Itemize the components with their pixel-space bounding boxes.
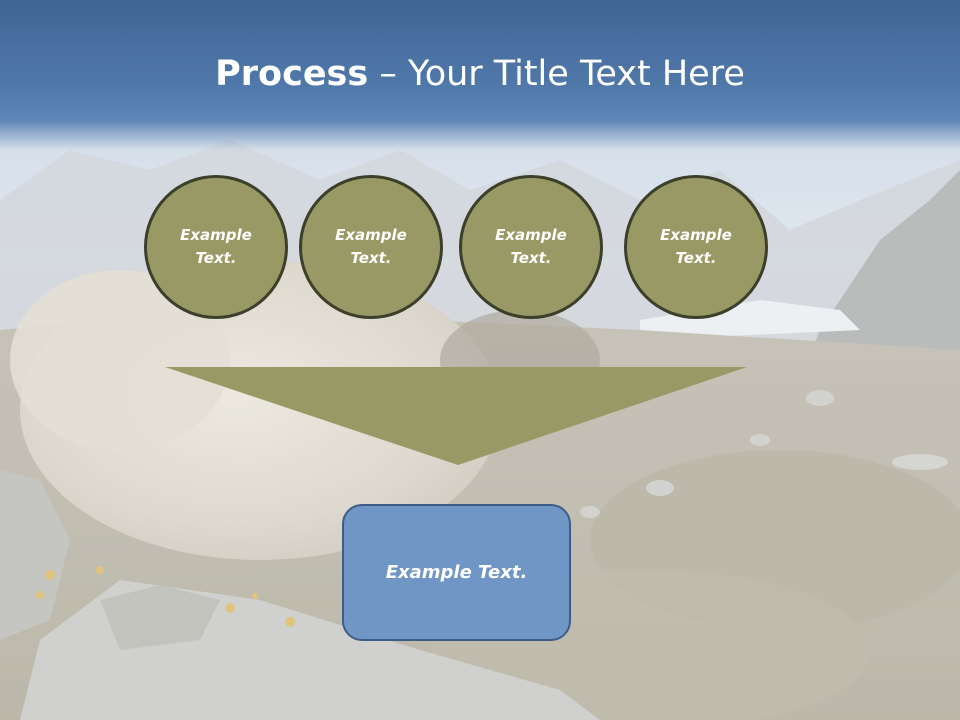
result-label: Example Text. <box>385 562 528 583</box>
process-step-label: Example Text. <box>335 226 407 267</box>
process-step-3: Example Text. <box>459 175 603 319</box>
process-step-label: Example Text. <box>180 226 252 267</box>
process-step-4: Example Text. <box>624 175 768 319</box>
process-step-label: Example Text. <box>660 226 732 267</box>
title-band <box>0 0 960 150</box>
process-step-1: Example Text. <box>144 175 288 319</box>
process-step-label: Example Text. <box>495 226 567 267</box>
process-step-2: Example Text. <box>299 175 443 319</box>
slide-title: Process – Your Title Text Here <box>0 52 960 96</box>
title-rest-part: – Your Title Text Here <box>368 54 745 94</box>
funnel-arrow <box>165 367 747 465</box>
result-box: Example Text. <box>342 504 571 641</box>
title-bold-part: Process <box>215 54 369 94</box>
